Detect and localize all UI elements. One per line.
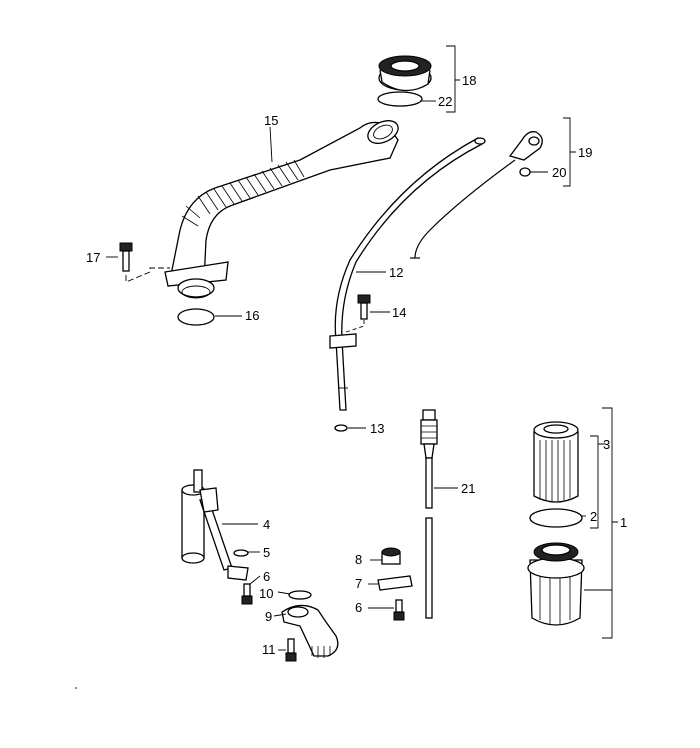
part-label-5: 5 xyxy=(263,545,270,560)
o-ring-5 xyxy=(233,549,249,557)
part-label-10: 10 xyxy=(259,586,273,601)
filler-tube xyxy=(164,120,399,299)
part-label-13: 13 xyxy=(370,421,384,436)
bolt-6b xyxy=(393,599,405,621)
part-label-17: 17 xyxy=(86,250,100,265)
part-label-8: 8 xyxy=(355,552,362,567)
part-label-18: 18 xyxy=(462,73,476,88)
part-label-14: 14 xyxy=(392,305,406,320)
gasket-16 xyxy=(177,308,215,326)
part-label-1: 1 xyxy=(620,515,627,530)
part-label-11: 11 xyxy=(262,642,276,657)
part-labels: 15 17 16 18 22 19 20 12 14 13 21 3 2 1 4… xyxy=(86,73,627,657)
rubber-mount-8 xyxy=(381,547,401,565)
part-label-9: 9 xyxy=(265,609,272,624)
bolt-17 xyxy=(119,242,170,283)
part-label-19: 19 xyxy=(578,145,592,160)
breather-pipe xyxy=(181,469,249,581)
dipstick-tube xyxy=(329,137,486,432)
part-label-3: 3 xyxy=(603,437,610,452)
seal-ring-2 xyxy=(529,508,583,528)
bracket-7 xyxy=(377,575,413,591)
suction-pipe xyxy=(281,604,339,658)
part-label-20: 20 xyxy=(552,165,566,180)
stray-dot xyxy=(75,687,77,689)
part-label-6b: 6 xyxy=(355,600,362,615)
bolt-6a xyxy=(241,583,253,605)
o-ring-10 xyxy=(288,590,312,600)
part-label-6a: 6 xyxy=(263,569,270,584)
part-label-16: 16 xyxy=(245,308,259,323)
part-label-7: 7 xyxy=(355,576,362,591)
bolt-11 xyxy=(285,638,297,662)
part-label-4: 4 xyxy=(263,517,270,532)
pressure-pipe xyxy=(420,409,438,619)
filter-element xyxy=(533,421,579,503)
leader-lines xyxy=(106,45,618,651)
part-label-21: 21 xyxy=(461,481,475,496)
seal-ring-22 xyxy=(377,91,423,107)
filler-cap xyxy=(378,55,432,92)
part-label-12: 12 xyxy=(389,265,403,280)
filter-housing xyxy=(527,542,585,626)
part-label-2: 2 xyxy=(590,509,597,524)
dipstick xyxy=(410,131,543,259)
bolt-14 xyxy=(345,294,371,333)
part-label-22: 22 xyxy=(438,94,452,109)
o-ring-20 xyxy=(519,167,531,177)
washer-13 xyxy=(334,424,348,432)
part-label-15: 15 xyxy=(264,113,278,128)
